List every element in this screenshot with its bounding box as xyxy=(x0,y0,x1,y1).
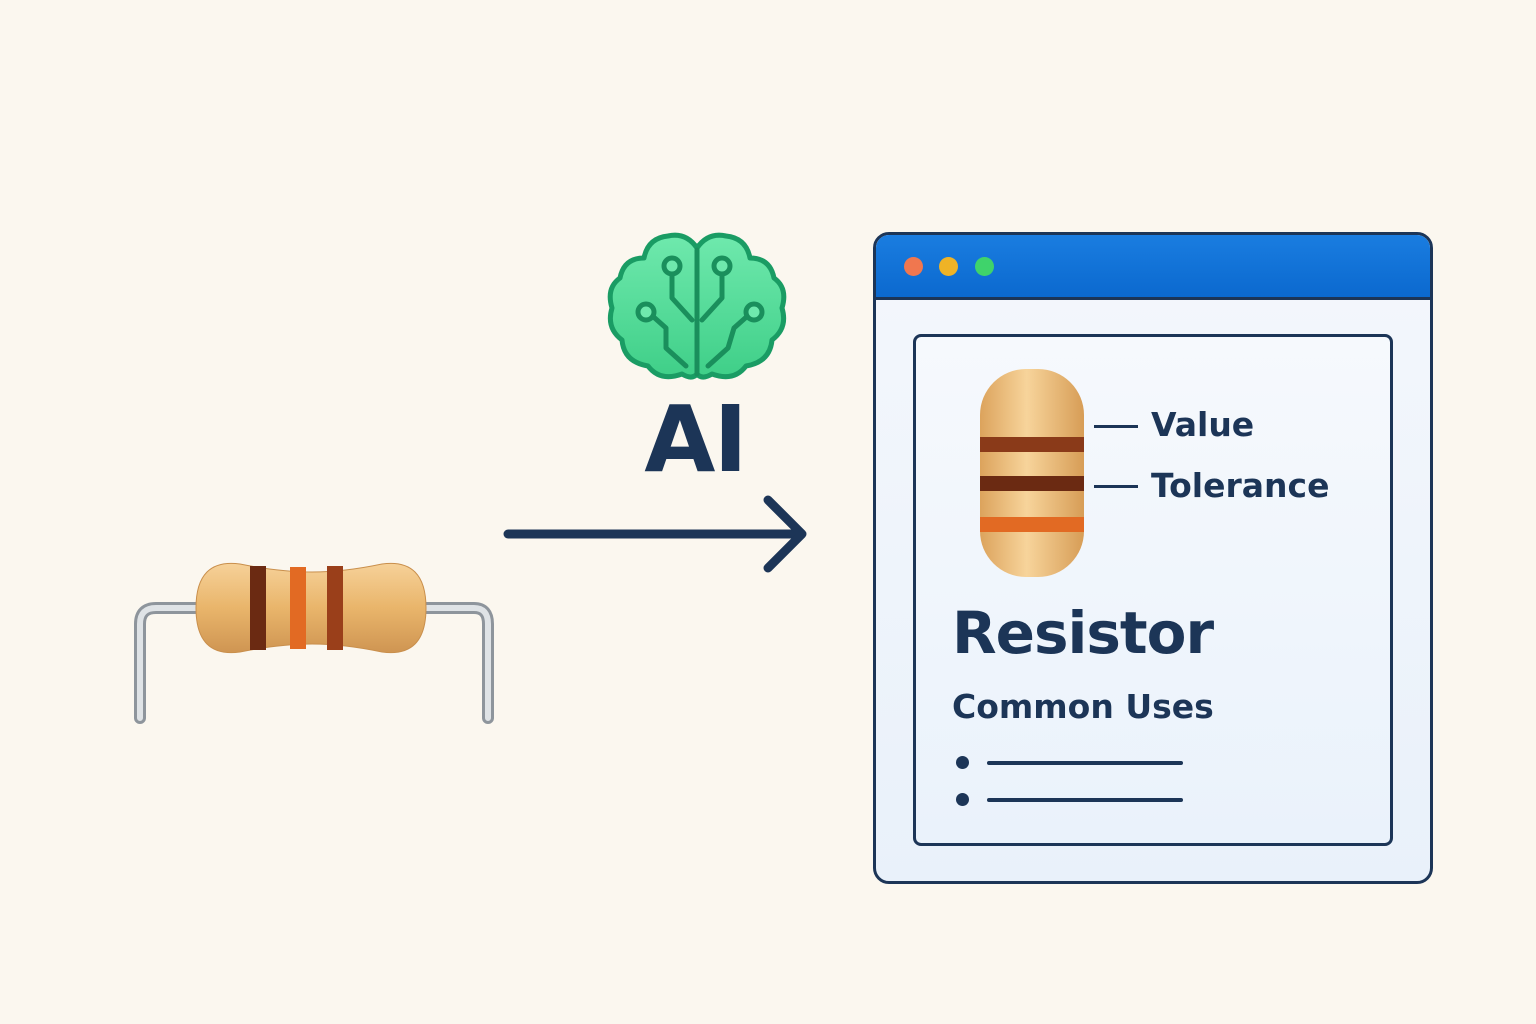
placeholder-line xyxy=(987,798,1183,802)
list-item xyxy=(956,755,1196,769)
card-subtitle: Common Uses xyxy=(952,687,1214,726)
arrow-right-icon xyxy=(503,495,807,573)
placeholder-line xyxy=(987,761,1183,765)
bullet-icon xyxy=(956,793,969,806)
minimize-button[interactable] xyxy=(939,257,958,276)
list-item xyxy=(956,792,1196,806)
value-callout: Value xyxy=(1151,405,1255,444)
bullet-icon xyxy=(956,756,969,769)
window-titlebar xyxy=(876,235,1430,300)
resistor-vertical-icon xyxy=(980,369,1084,577)
close-button[interactable] xyxy=(904,257,923,276)
app-window: Value Tolerance Resistor Common Uses xyxy=(873,232,1433,884)
tolerance-callout: Tolerance xyxy=(1151,466,1330,505)
value-leader-line xyxy=(1094,425,1138,428)
ai-label: AI xyxy=(644,386,747,493)
tolerance-leader-line xyxy=(1094,485,1138,488)
brain-circuit-icon xyxy=(607,232,787,380)
info-card: Value Tolerance Resistor Common Uses xyxy=(913,334,1393,846)
resistor-icon xyxy=(134,562,494,724)
maximize-button[interactable] xyxy=(975,257,994,276)
card-title: Resistor xyxy=(952,599,1214,667)
